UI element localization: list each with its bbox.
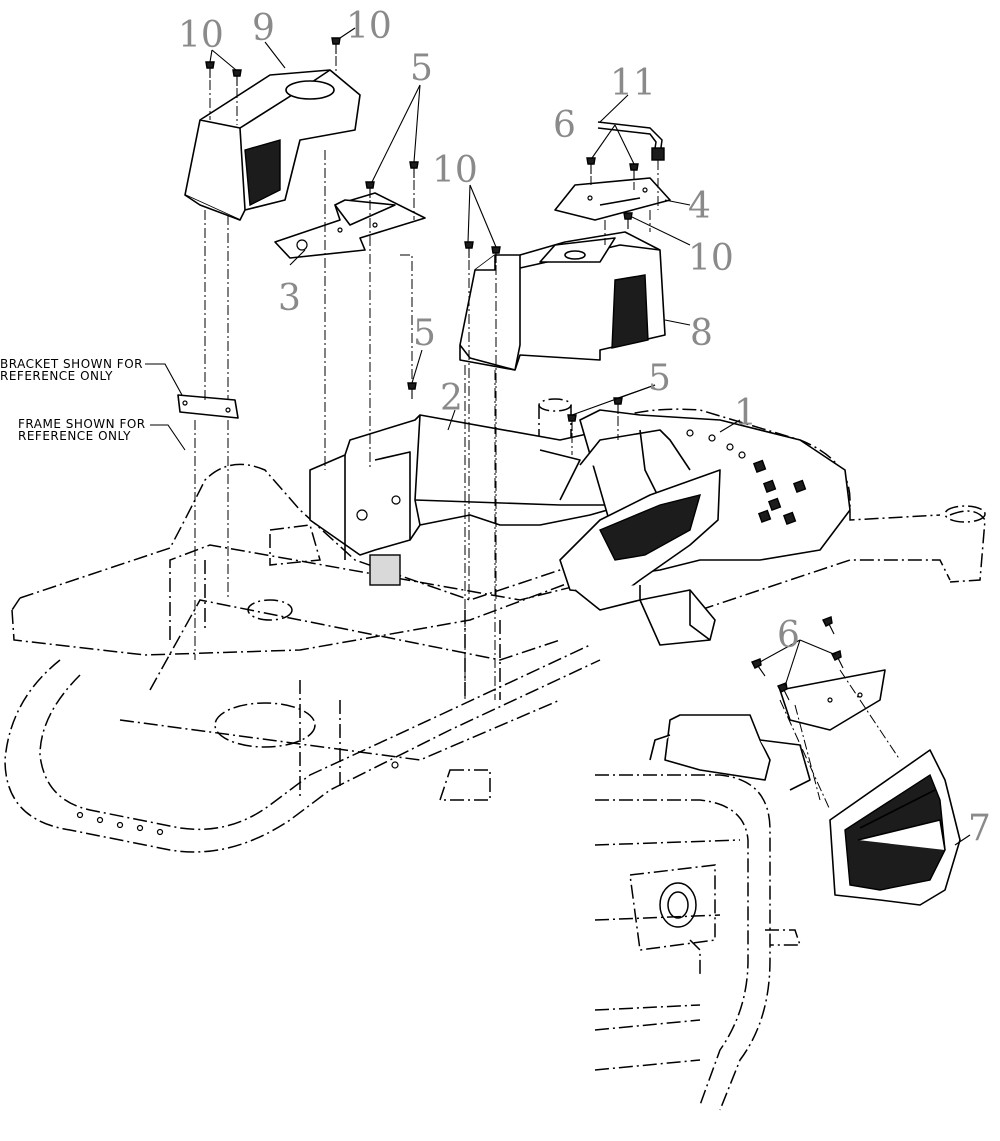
callout-5: 5 <box>413 313 436 354</box>
callout-leaders <box>145 27 971 846</box>
frame-note-line2: REFERENCE ONLY <box>18 429 131 443</box>
callout-10: 10 <box>688 238 734 279</box>
part-9-fender-pod <box>184 69 361 221</box>
part-4-cover-plate <box>554 177 671 221</box>
callout-4: 4 <box>688 186 711 227</box>
callout-3: 3 <box>278 278 301 319</box>
callout-9: 9 <box>252 8 275 49</box>
callout-2: 2 <box>440 378 463 419</box>
reference-notes: BRACKET SHOWN FOR REFERENCE ONLY FRAME S… <box>0 357 146 443</box>
callout-10: 10 <box>178 15 224 56</box>
alignment-guides <box>194 56 659 700</box>
part-3-mounting-plate <box>274 192 426 259</box>
frame-note-line1: FRAME SHOWN FOR <box>18 417 146 431</box>
part-8-console-housing <box>459 231 666 371</box>
callout-5: 5 <box>648 358 671 399</box>
bracket-note-line2: REFERENCE ONLY <box>0 369 113 383</box>
callout-6: 6 <box>553 105 576 146</box>
callout-7: 7 <box>968 808 991 849</box>
front-plate <box>639 589 716 646</box>
inset-detail <box>594 669 961 1111</box>
callout-1: 1 <box>734 393 757 434</box>
front-cover-installed <box>559 469 721 611</box>
callout-11: 11 <box>610 63 656 104</box>
callout-8: 8 <box>690 313 713 354</box>
fasteners <box>205 37 844 701</box>
callout-numbers: 10 9 10 5 11 6 10 4 10 3 8 5 5 2 1 6 7 <box>178 6 991 849</box>
callout-6: 6 <box>777 615 800 656</box>
part-2-seat-support <box>309 414 641 586</box>
part-11-lever-rod <box>597 121 665 161</box>
callout-10: 10 <box>432 150 478 191</box>
callout-5: 5 <box>410 48 433 89</box>
bracket-note-line1: BRACKET SHOWN FOR <box>0 357 143 371</box>
reference-bracket <box>177 394 239 419</box>
callout-10: 10 <box>346 6 392 47</box>
